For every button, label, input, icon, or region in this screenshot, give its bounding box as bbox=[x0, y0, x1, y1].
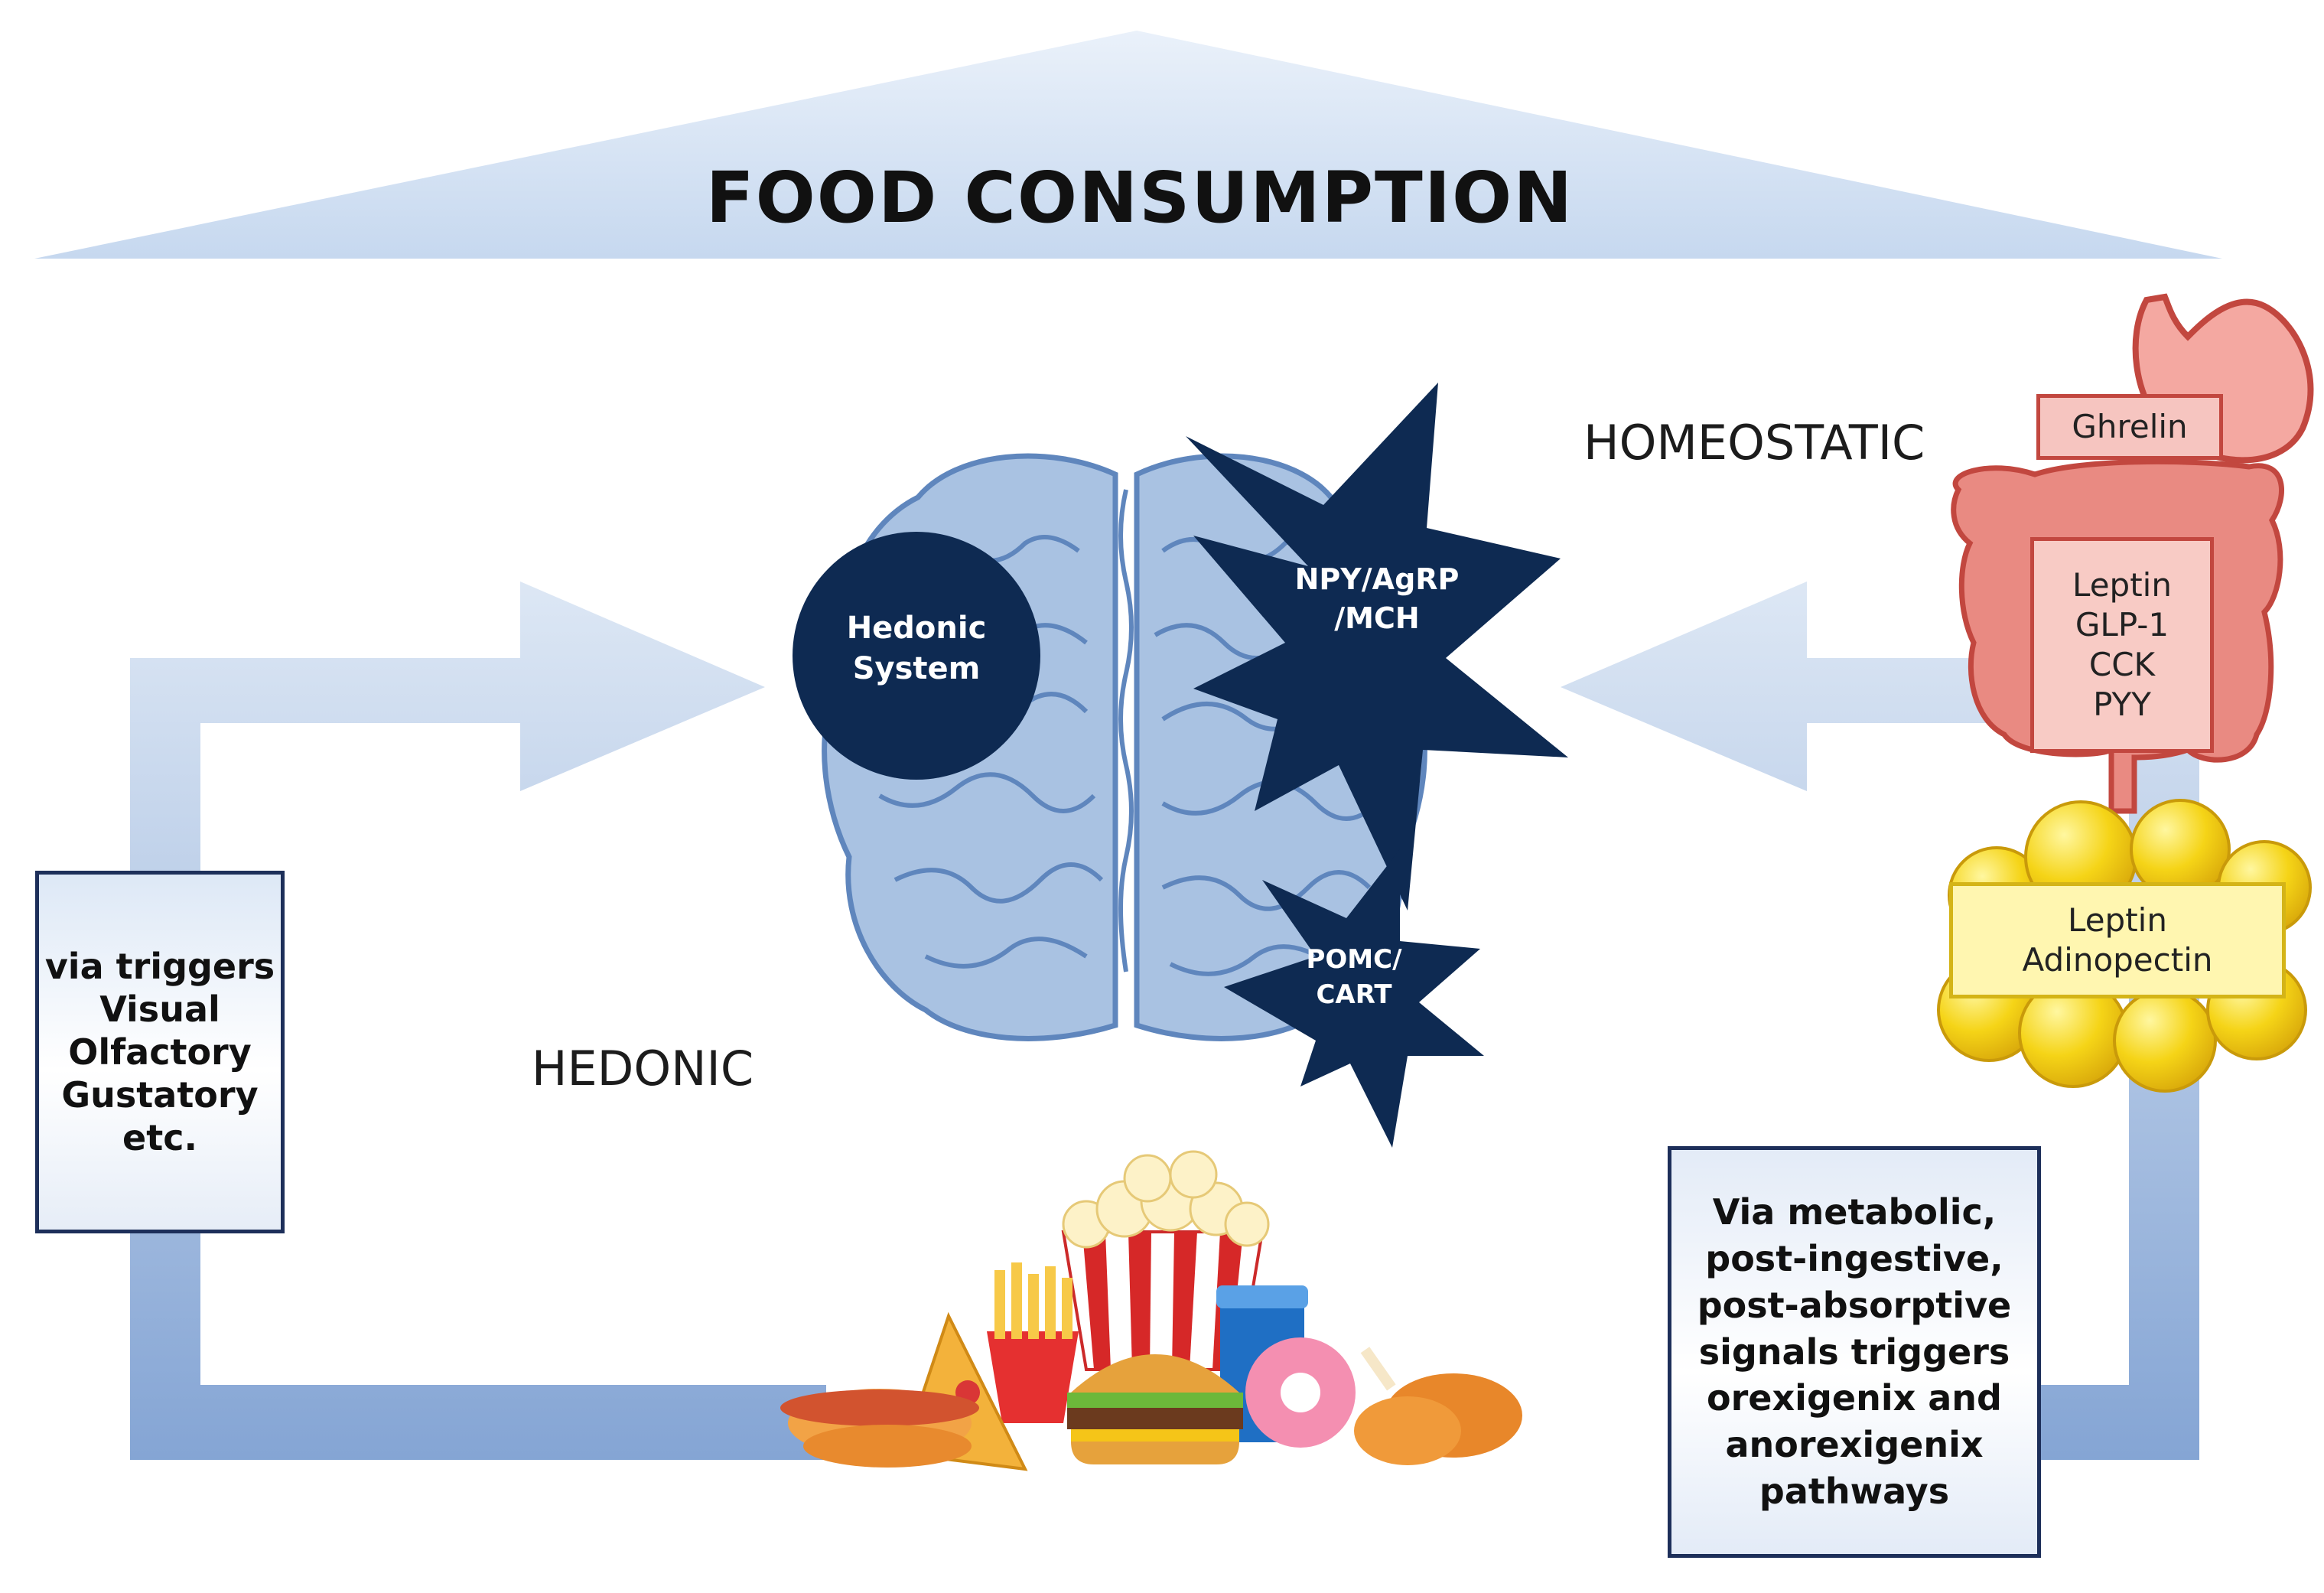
adipose-hormone-box: Leptin Adinopectin bbox=[1949, 882, 2286, 998]
hedonic-loop bbox=[130, 581, 826, 1460]
hedonic-system-node bbox=[793, 532, 1040, 780]
hedonic-system-line: System bbox=[852, 650, 981, 686]
gut-hormone: Leptin bbox=[2072, 565, 2172, 604]
metabolic-line: anorexigenix bbox=[1725, 1424, 1984, 1466]
metabolic-line: Via metabolic, bbox=[1712, 1191, 1997, 1233]
anorexigenic-star bbox=[1224, 849, 1484, 1148]
anorexigenic-line: POMC/ bbox=[1306, 944, 1402, 975]
triggers-box: via triggers Visual Olfactory Gustatory … bbox=[35, 871, 285, 1233]
metabolic-line: post-ingestive, bbox=[1705, 1238, 2003, 1280]
metabolic-box: Via metabolic, post-ingestive, post-abso… bbox=[1668, 1146, 2041, 1558]
homeostatic-label: HOMEOSTATIC bbox=[1584, 415, 1925, 471]
hedonic-system-line: Hedonic bbox=[846, 611, 987, 646]
triggers-line: via triggers bbox=[44, 945, 275, 987]
gut-hormone: GLP-1 bbox=[2075, 605, 2169, 643]
metabolic-line: signals triggers bbox=[1698, 1331, 2010, 1373]
triggers-line: Visual bbox=[99, 988, 220, 1030]
gut-hormone-box: Leptin GLP-1 CCK PYY bbox=[2030, 537, 2214, 753]
gut-hormone: PYY bbox=[2093, 686, 2151, 724]
orexigenic-line: /MCH bbox=[1334, 601, 1420, 636]
orexigenic-line: NPY/AgRP bbox=[1294, 562, 1460, 596]
metabolic-line: pathways bbox=[1759, 1470, 1950, 1512]
hedonic-system-label: Hedonic System bbox=[809, 608, 1024, 689]
gut-hormone: CCK bbox=[2088, 646, 2156, 683]
orexigenic-star bbox=[1186, 383, 1568, 911]
orexigenic-label: NPY/AgRP /MCH bbox=[1278, 560, 1476, 639]
metabolic-line: post-absorptive bbox=[1697, 1284, 2012, 1326]
triggers-line: Olfactory bbox=[68, 1031, 252, 1073]
adipose-hormone: Leptin bbox=[2068, 901, 2167, 939]
stomach-hormone: Ghrelin bbox=[2072, 407, 2188, 445]
roof-arrow bbox=[34, 31, 2222, 259]
adipose-hormone: Adinopectin bbox=[2022, 941, 2213, 979]
triggers-line: etc. bbox=[122, 1117, 197, 1159]
page-title: FOOD CONSUMPTION bbox=[705, 157, 1574, 239]
fast-food-icon bbox=[780, 1150, 1522, 1471]
anorexigenic-label: POMC/ CART bbox=[1285, 943, 1423, 1013]
metabolic-line: orexigenix and bbox=[1707, 1377, 2002, 1419]
triggers-line: Gustatory bbox=[61, 1074, 259, 1116]
anorexigenic-line: CART bbox=[1316, 979, 1392, 1010]
hedonic-label: HEDONIC bbox=[531, 1041, 754, 1096]
stomach-hormone-box: Ghrelin bbox=[2036, 394, 2223, 460]
